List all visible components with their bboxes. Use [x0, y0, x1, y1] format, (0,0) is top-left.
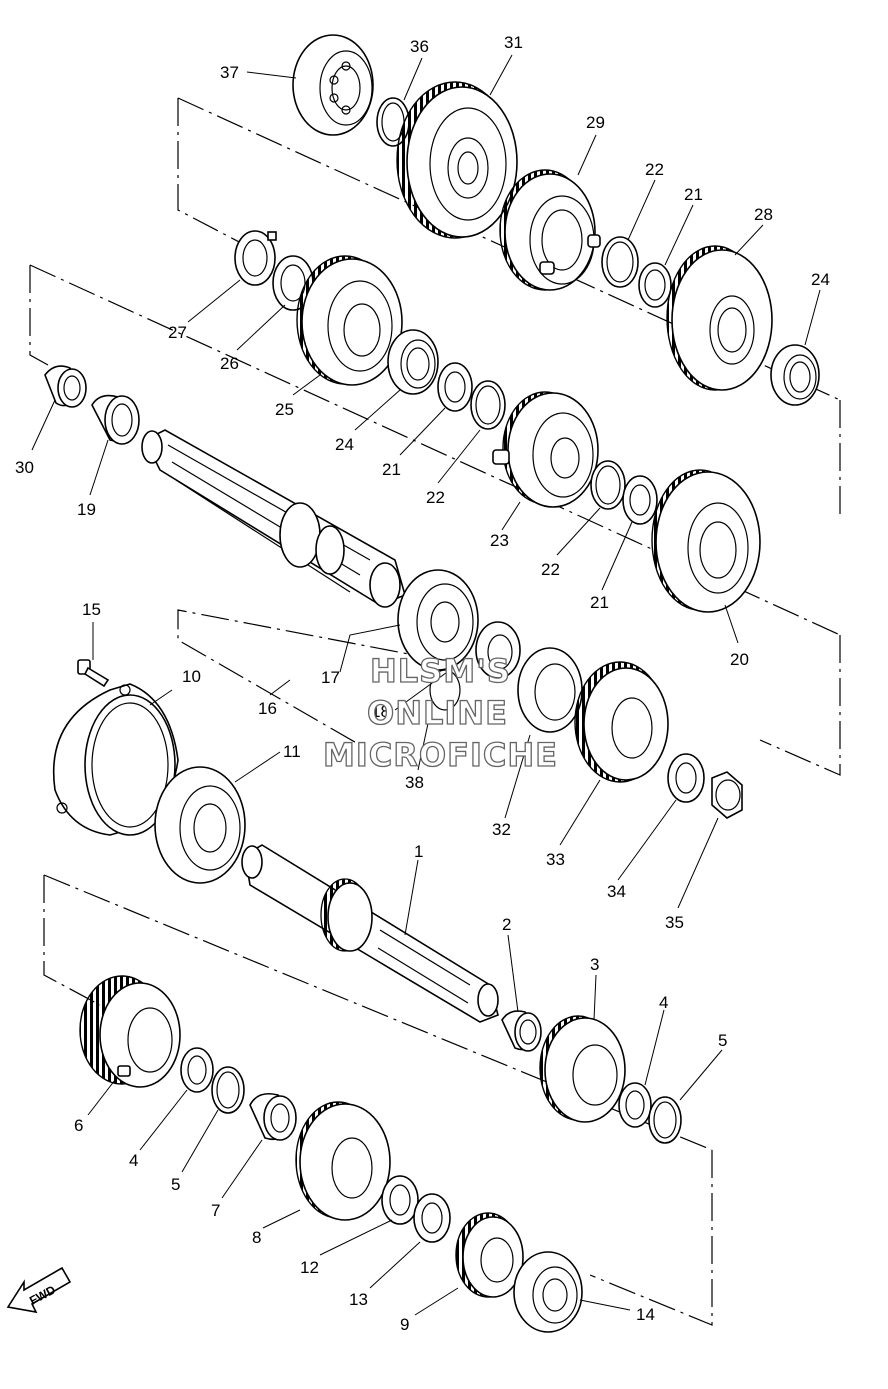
collar-32 — [517, 647, 583, 733]
gear-25 — [296, 255, 403, 386]
gear-29 — [499, 169, 601, 291]
fwd-arrow-icon: FWD — [6, 1266, 72, 1314]
callout-20: 20 — [730, 650, 749, 669]
callout-32: 32 — [492, 820, 511, 839]
callout-30: 30 — [15, 458, 34, 477]
washer-21-lower — [622, 475, 658, 525]
callout-8: 8 — [252, 1228, 261, 1247]
callout-22-middle: 22 — [426, 488, 445, 507]
callout-23: 23 — [490, 531, 509, 550]
callout-2: 2 — [502, 915, 511, 934]
callout-5-right: 5 — [718, 1031, 727, 1050]
callout-19: 19 — [77, 500, 96, 519]
washer-21-middle — [437, 362, 473, 412]
callout-1: 1 — [414, 842, 423, 861]
washer-13 — [413, 1193, 451, 1243]
callout-labels: 37 36 31 29 22 21 28 24 27 26 25 24 21 2… — [15, 33, 830, 1334]
gear-20 — [651, 469, 761, 613]
circlip-22-middle — [470, 380, 506, 430]
watermark-line-3: MICROFICHE — [323, 736, 558, 774]
callout-7: 7 — [211, 1201, 220, 1220]
bearing-24-upper — [770, 344, 820, 406]
callout-33: 33 — [546, 850, 565, 869]
gear-8 — [295, 1101, 391, 1221]
callout-3: 3 — [590, 955, 599, 974]
circlip-5-left — [211, 1066, 245, 1114]
nut-35 — [711, 771, 743, 819]
callout-10: 10 — [182, 667, 201, 686]
callout-21-lower: 21 — [590, 593, 609, 612]
callout-31: 31 — [504, 33, 523, 52]
callout-24-middle: 24 — [335, 435, 354, 454]
callout-21-top: 21 — [684, 185, 703, 204]
callout-13: 13 — [349, 1290, 368, 1309]
callout-24-right: 24 — [811, 270, 830, 289]
callout-28: 28 — [754, 205, 773, 224]
callout-14: 14 — [636, 1305, 655, 1324]
bushing-30 — [44, 365, 87, 408]
callout-16: 16 — [258, 699, 277, 718]
washer-21-upper — [638, 262, 672, 308]
callout-9: 9 — [400, 1315, 409, 1334]
bolt-15 — [77, 659, 110, 688]
callout-4-left: 4 — [129, 1151, 138, 1170]
oil-seal-18 — [475, 621, 521, 679]
bushing-7 — [249, 1092, 297, 1141]
callout-18: 18 — [371, 702, 390, 721]
callout-37: 37 — [220, 63, 239, 82]
bearing-37 — [292, 34, 374, 136]
washer-4-left — [180, 1047, 214, 1093]
lower-group-boundary — [43, 874, 713, 1326]
callout-21-middle: 21 — [382, 460, 401, 479]
bearing-14 — [513, 1251, 583, 1333]
bushing-2 — [501, 1010, 542, 1052]
gear-23 — [492, 391, 599, 508]
callout-15: 15 — [82, 600, 101, 619]
callout-22-lower: 22 — [541, 560, 560, 579]
callout-6: 6 — [74, 1116, 83, 1135]
callout-12: 12 — [300, 1258, 319, 1277]
gear-3 — [539, 1015, 626, 1123]
callout-11: 11 — [283, 742, 301, 761]
callout-38: 38 — [405, 773, 424, 792]
shaft-1 — [241, 844, 499, 1023]
washer-12 — [381, 1175, 419, 1225]
sprocket-33 — [574, 661, 669, 783]
gear-31 — [396, 81, 518, 239]
callout-34: 34 — [607, 882, 626, 901]
callout-27: 27 — [168, 323, 187, 342]
callout-29: 29 — [586, 113, 605, 132]
leader-lines — [31, 54, 821, 1316]
washer-27 — [234, 230, 277, 286]
shaft-16 — [141, 429, 406, 608]
bearing-17 — [397, 569, 479, 671]
callout-25: 25 — [275, 400, 294, 419]
gear-28 — [666, 245, 773, 391]
circlip-22-lower — [590, 460, 626, 510]
gear-9 — [455, 1212, 524, 1298]
callout-26: 26 — [220, 354, 239, 373]
callout-35: 35 — [665, 913, 684, 932]
watermark-line-2: ONLINE — [367, 694, 508, 732]
circlip-22-upper — [601, 236, 639, 288]
bushing-19 — [91, 394, 140, 445]
callout-36: 36 — [410, 37, 429, 56]
callout-22-top: 22 — [645, 160, 664, 179]
callout-5-left: 5 — [171, 1175, 180, 1194]
o-ring-38 — [429, 669, 461, 711]
watermark-line-1: HLSM'S — [370, 652, 511, 690]
bearing-11 — [154, 766, 246, 884]
washer-4-right — [618, 1082, 652, 1128]
gear-6 — [79, 975, 181, 1088]
circlip-5-right — [648, 1096, 682, 1144]
bearing-24-middle — [387, 329, 439, 395]
bearing-retainer-10 — [52, 683, 179, 836]
lock-washer-34 — [667, 753, 705, 803]
watermark: HLSM'S ONLINE MICROFICHE — [322, 651, 558, 774]
callout-17: 17 — [321, 668, 340, 687]
callout-4-right: 4 — [659, 993, 668, 1012]
